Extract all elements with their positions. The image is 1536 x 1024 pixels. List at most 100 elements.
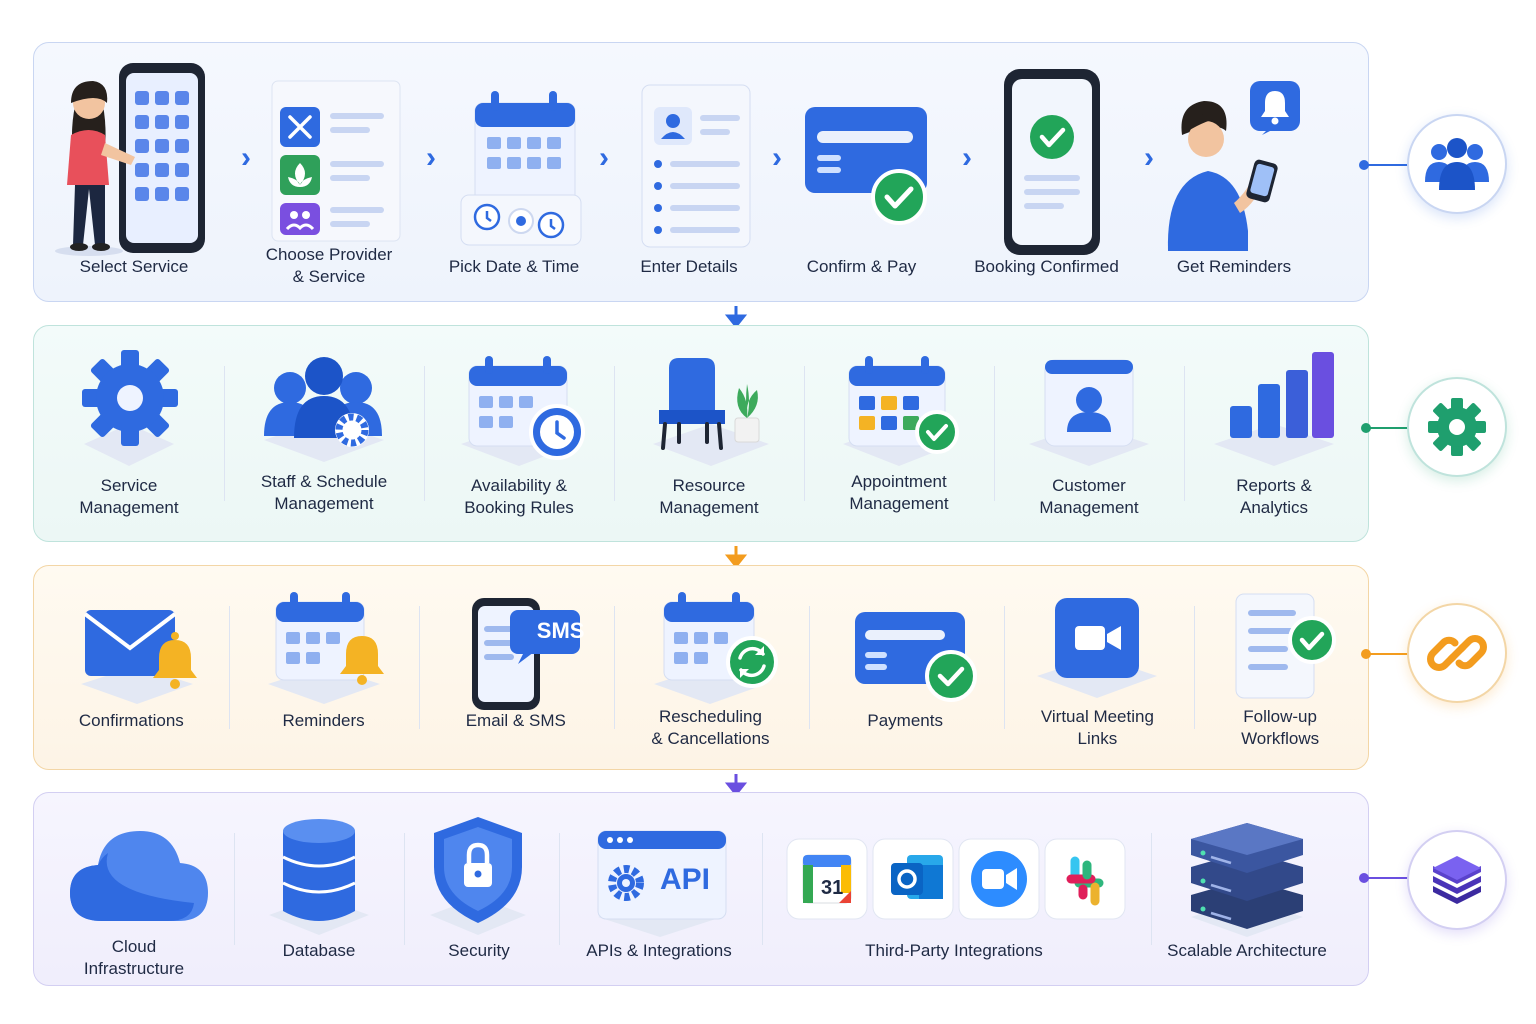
step-select-service: Select Service xyxy=(34,43,234,301)
item-label: Payments xyxy=(867,711,943,730)
item-label: APIs & Integrations xyxy=(586,941,732,960)
item-label: Scalable Architecture xyxy=(1167,941,1327,960)
gear-icon xyxy=(49,340,209,475)
phone-sms-icon: SMS xyxy=(436,580,596,710)
link-icon xyxy=(1407,603,1507,703)
provider-list-illustration xyxy=(244,51,414,256)
step-confirm-pay: Confirm & Pay xyxy=(774,43,949,301)
envelope-bell-icon xyxy=(51,580,211,710)
rescheduling-cancellations: Rescheduling & Cancellations xyxy=(613,566,808,769)
arrow-down-icon xyxy=(724,774,748,797)
step-label: Pick Date & Time xyxy=(448,257,580,276)
step-label: Confirm & Pay xyxy=(806,257,917,276)
card-check-icon xyxy=(825,580,985,710)
divider xyxy=(224,366,225,501)
arrow-down-icon xyxy=(724,306,748,329)
payments: Payments xyxy=(808,566,1003,769)
checklist-check-icon xyxy=(1200,580,1360,710)
step-pick-date: Pick Date & Time xyxy=(424,43,604,301)
chevron-right-icon: › xyxy=(599,141,609,174)
item-label: Availability & Booking Rules xyxy=(464,476,574,517)
availability-booking-rules: Availability & Booking Rules xyxy=(424,326,614,541)
step-label: Choose Provider & Service xyxy=(265,245,393,286)
chevron-right-icon: › xyxy=(1144,141,1154,174)
divider xyxy=(404,833,405,945)
follow-up-workflows: Follow-up Workflows xyxy=(1192,566,1368,769)
notifications-panel: Confirmations Reminders xyxy=(33,565,1369,770)
phone-check-illustration xyxy=(962,51,1132,256)
step-enter-details: Enter Details xyxy=(604,43,774,301)
admin-panel: Service Management S xyxy=(33,325,1369,542)
api-window-icon: API xyxy=(574,805,744,940)
customer-management: Customer Management xyxy=(994,326,1184,541)
divider xyxy=(1004,606,1005,729)
service-management: Service Management xyxy=(34,326,224,541)
api-badge-text: API xyxy=(660,863,711,896)
item-label: Staff & Schedule Management xyxy=(260,472,388,513)
calendar-refresh-icon xyxy=(630,580,790,710)
connector-line xyxy=(1359,873,1408,883)
calendar-clock-illustration xyxy=(429,51,599,256)
team-gear-icon xyxy=(244,340,404,475)
connector-line xyxy=(1361,423,1408,433)
confirmations: Confirmations xyxy=(34,566,229,769)
users-icon xyxy=(1407,114,1507,214)
step-label: Select Service xyxy=(79,257,189,276)
step-label: Booking Confirmed xyxy=(974,257,1119,276)
item-label: Email & SMS xyxy=(465,711,566,730)
calendar-clock-icon xyxy=(439,340,599,475)
step-booking-confirmed: Booking Confirmed xyxy=(949,43,1144,301)
chevron-right-icon: › xyxy=(772,141,782,174)
shield-lock-icon xyxy=(399,805,559,940)
divider xyxy=(1151,833,1152,945)
form-document-illustration xyxy=(604,51,774,256)
divider xyxy=(762,833,763,945)
item-label: Rescheduling & Cancellations xyxy=(651,707,770,748)
arrow-down-icon xyxy=(724,546,748,569)
item-label: Security xyxy=(448,941,510,960)
item-label: Database xyxy=(282,941,356,960)
customer-card-icon xyxy=(1009,340,1169,475)
calendar-day-text: 31 xyxy=(821,877,844,899)
server-stack-icon xyxy=(1167,805,1327,940)
credit-card-check-illustration xyxy=(777,51,947,256)
security: Security xyxy=(404,793,554,985)
divider xyxy=(614,366,615,501)
divider xyxy=(559,833,560,945)
resource-management: Resource Management xyxy=(614,326,804,541)
item-label: Customer Management xyxy=(1039,476,1139,517)
chevron-right-icon: › xyxy=(241,141,251,174)
calendar-bell-icon xyxy=(244,580,404,710)
divider xyxy=(229,606,230,729)
item-label: Service Management xyxy=(79,476,179,517)
chevron-right-icon: › xyxy=(962,141,972,174)
divider xyxy=(1184,366,1185,501)
database: Database xyxy=(234,793,404,985)
reports-analytics: Reports & Analytics xyxy=(1184,326,1364,541)
reminders: Reminders xyxy=(229,566,419,769)
divider xyxy=(809,606,810,729)
calendar-check-icon xyxy=(819,340,979,475)
step-get-reminders: Get Reminders xyxy=(1144,43,1324,301)
step-choose-provider: Choose Provider & Service xyxy=(234,43,424,301)
bar-chart-icon xyxy=(1194,340,1354,475)
item-label: Appointment Management xyxy=(849,472,949,513)
item-label: Follow-up Workflows xyxy=(1241,707,1320,748)
infrastructure-panel: Cloud Infrastructure Database xyxy=(33,792,1369,986)
divider xyxy=(234,833,235,945)
gear-icon xyxy=(1407,377,1507,477)
third-party-integrations: 31 Third-Party Integrations xyxy=(764,793,1144,985)
staff-schedule-management: Staff & Schedule Management xyxy=(224,326,424,541)
apis-integrations: API APIs & Integrations xyxy=(554,793,764,985)
appointment-management: Appointment Management xyxy=(804,326,994,541)
item-label: Reminders xyxy=(282,711,365,730)
item-label: Third-Party Integrations xyxy=(865,941,1043,960)
divider xyxy=(994,366,995,501)
divider xyxy=(424,366,425,501)
layers-icon xyxy=(1407,830,1507,930)
virtual-meeting-links: Virtual Meeting Links xyxy=(1003,566,1193,769)
item-label: Confirmations xyxy=(78,711,184,730)
booking-flow-panel: Select Service Choose Pro xyxy=(33,42,1369,302)
database-icon xyxy=(239,805,399,940)
step-label: Get Reminders xyxy=(1176,257,1292,276)
